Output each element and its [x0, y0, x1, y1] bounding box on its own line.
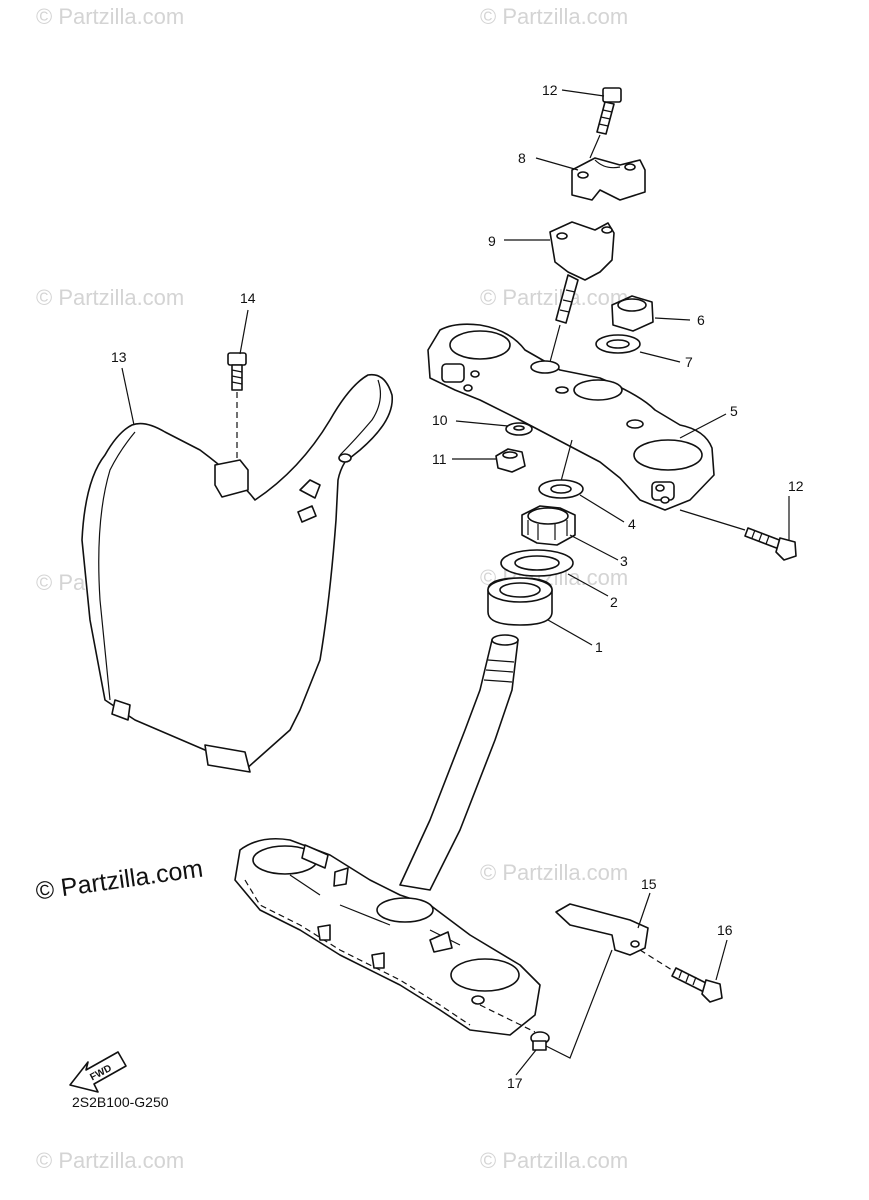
bolt-17 — [530, 949, 613, 1059]
ring-nut-3 — [521, 505, 576, 546]
callout-10: 10 — [432, 412, 448, 428]
bolt-14 — [227, 352, 247, 460]
steering-stem — [399, 634, 519, 891]
leader-lines — [121, 89, 790, 1076]
callout-17: 17 — [507, 1075, 523, 1091]
watermark: © Partzilla.com — [480, 4, 629, 29]
callouts: 12 8 9 6 7 5 10 11 12 4 3 2 1 13 14 15 1… — [111, 82, 804, 1091]
callout-16: 16 — [717, 922, 733, 938]
watermark: © Partzilla.com — [36, 285, 185, 310]
lower-bracket — [234, 837, 541, 1036]
callout-12-top: 12 — [542, 82, 558, 98]
bolt-12-top — [589, 87, 622, 159]
watermark: © Partzilla.com — [480, 285, 629, 310]
callout-13: 13 — [111, 349, 127, 365]
callout-1: 1 — [595, 639, 603, 655]
callout-9: 9 — [488, 233, 496, 249]
callout-3: 3 — [620, 553, 628, 569]
callout-5: 5 — [730, 403, 738, 419]
callout-15: 15 — [641, 876, 657, 892]
nut-11 — [495, 448, 526, 473]
watermark: © Partzilla.com — [36, 1148, 185, 1173]
number-plate — [81, 373, 393, 773]
bolt-12-right — [679, 509, 797, 561]
bearing-1 — [487, 577, 553, 626]
washer-7 — [595, 334, 641, 354]
watermark: © Partzilla.com — [480, 860, 629, 885]
holder-lower — [549, 221, 615, 363]
washer-10 — [505, 422, 533, 436]
upper-bracket — [427, 323, 715, 511]
callout-12-right: 12 — [788, 478, 804, 494]
callout-6: 6 — [697, 312, 705, 328]
callout-11: 11 — [432, 451, 447, 467]
diagram-code: 2S2B100-G250 — [72, 1094, 169, 1110]
fwd-arrow-icon: FWD — [69, 1051, 127, 1093]
holder-upper — [571, 157, 646, 201]
seal-2 — [500, 549, 574, 577]
watermark: © Partzilla.com — [36, 4, 185, 29]
bolt-16 — [639, 949, 723, 1003]
callout-8: 8 — [518, 150, 526, 166]
washer-4 — [538, 479, 584, 499]
callout-4: 4 — [628, 516, 636, 532]
watermark: © Partzilla.com — [480, 1148, 629, 1173]
callout-2: 2 — [610, 594, 618, 610]
callout-7: 7 — [685, 354, 693, 370]
callout-14: 14 — [240, 290, 256, 306]
nut-6 — [611, 295, 654, 332]
bracket-15 — [555, 903, 649, 956]
